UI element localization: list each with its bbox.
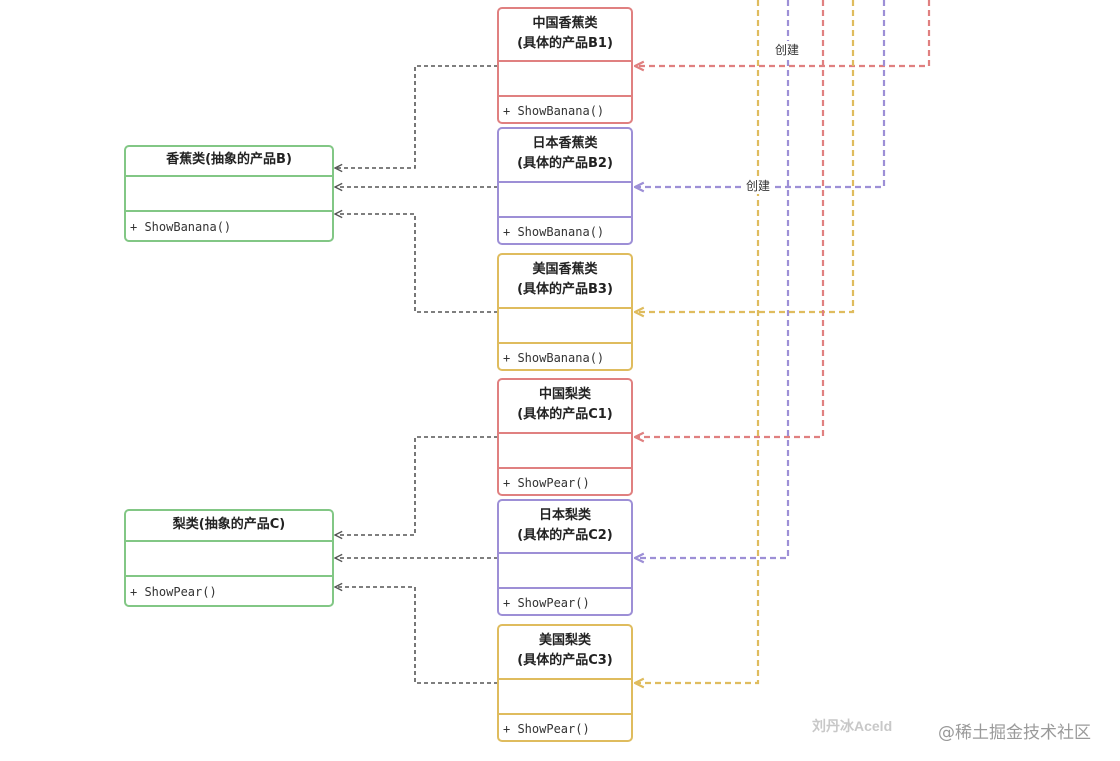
class-title: 美国梨类 (具体的产品C3) [499, 626, 631, 680]
class-title-line: (具体的产品C2) [517, 528, 613, 543]
class-attributes [499, 434, 631, 469]
create-label: 创建 [745, 177, 772, 194]
class-pear-usa[interactable]: 美国梨类 (具体的产品C3) + ShowPear() [497, 624, 633, 742]
class-method: + ShowPear() [503, 721, 590, 736]
realization-edge-b1 [335, 65, 498, 168]
class-attributes [499, 183, 631, 218]
create-edge-c1 [635, 0, 825, 437]
class-title-line: (具体的产品B1) [517, 36, 613, 51]
create-edge-b2 [635, 0, 886, 187]
class-banana-china[interactable]: 中国香蕉类 (具体的产品B1) + ShowBanana() [497, 7, 633, 124]
class-title-line: 中国香蕉类 [532, 16, 598, 31]
create-edge-b3 [635, 0, 855, 312]
class-title: 梨类(抽象的产品C) [126, 511, 332, 542]
class-title-line: 美国梨类 [538, 633, 591, 648]
class-banana-abstract[interactable]: 香蕉类(抽象的产品B) + ShowBanana() [124, 145, 334, 242]
class-title-line: 中国梨类 [538, 387, 591, 402]
class-title-line: 日本香蕉类 [532, 136, 598, 151]
class-title: 日本梨类 (具体的产品C2) [499, 501, 631, 554]
class-title: 日本香蕉类 (具体的产品B2) [499, 129, 631, 183]
class-title: 中国香蕉类 (具体的产品B1) [499, 9, 631, 62]
class-method: + ShowBanana() [503, 224, 605, 239]
class-title-line: 梨类(抽象的产品C) [172, 517, 286, 532]
create-edge-c2 [635, 0, 790, 558]
site-watermark: @稀土掘金技术社区 [938, 723, 1091, 743]
class-title: 美国香蕉类 (具体的产品B3) [499, 255, 631, 309]
class-attributes [499, 680, 631, 715]
class-title-line: 香蕉类(抽象的产品B) [166, 152, 292, 167]
realization-edge-b3 [335, 214, 498, 313]
create-label: 创建 [774, 41, 801, 58]
create-edge-c3 [635, 0, 760, 683]
author-watermark: 刘丹冰Aceld [812, 718, 893, 734]
realization-edge-c1 [335, 436, 498, 535]
class-title-line: (具体的产品C1) [517, 407, 613, 422]
class-banana-usa[interactable]: 美国香蕉类 (具体的产品B3) + ShowBanana() [497, 253, 633, 371]
class-pear-japan[interactable]: 日本梨类 (具体的产品C2) + ShowPear() [497, 499, 633, 616]
class-attributes [499, 309, 631, 344]
class-attributes [126, 177, 332, 212]
create-edge-b1 [635, 0, 931, 66]
realization-edge-c3 [335, 587, 498, 684]
class-attributes [126, 542, 332, 577]
class-title-line: (具体的产品B2) [517, 156, 613, 171]
class-attributes [499, 62, 631, 97]
class-method: + ShowBanana() [503, 103, 605, 118]
class-pear-abstract[interactable]: 梨类(抽象的产品C) + ShowPear() [124, 509, 334, 607]
class-title-line: (具体的产品B3) [517, 282, 613, 297]
class-banana-japan[interactable]: 日本香蕉类 (具体的产品B2) + ShowBanana() [497, 127, 633, 245]
class-method: + ShowPear() [130, 585, 217, 599]
class-pear-china[interactable]: 中国梨类 (具体的产品C1) + ShowPear() [497, 378, 633, 496]
class-method: + ShowBanana() [130, 220, 232, 234]
class-title-line: 美国香蕉类 [532, 262, 598, 277]
class-method: + ShowBanana() [503, 350, 605, 365]
class-attributes [499, 554, 631, 589]
class-title: 中国梨类 (具体的产品C1) [499, 380, 631, 434]
class-method: + ShowPear() [503, 595, 590, 610]
class-title-line: (具体的产品C3) [517, 653, 613, 668]
class-title-line: 日本梨类 [538, 508, 591, 523]
class-method: + ShowPear() [503, 475, 590, 490]
class-title: 香蕉类(抽象的产品B) [126, 147, 332, 177]
